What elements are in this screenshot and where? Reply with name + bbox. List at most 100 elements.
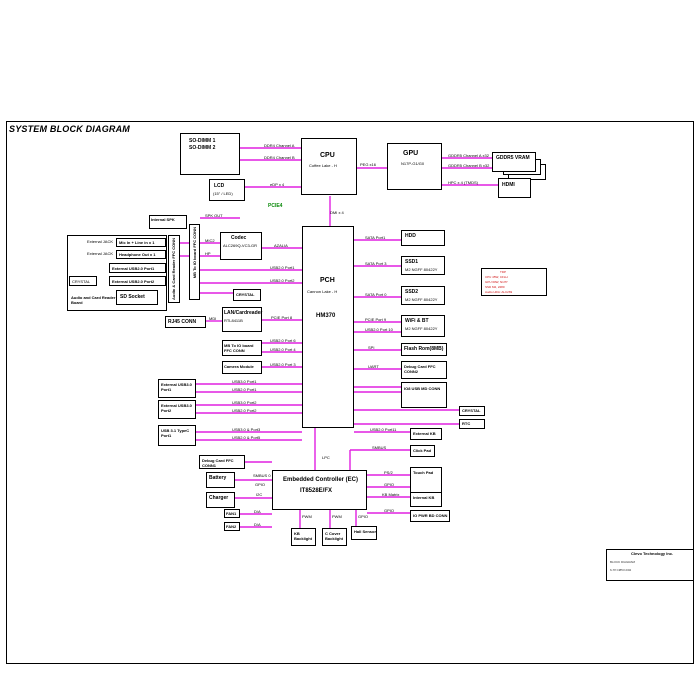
- fan2-box: FAN2: [224, 522, 240, 531]
- pcie-port8-label: PCIE Port 8: [271, 315, 293, 320]
- sodimm-box: SO-DIMM 1 SO-DIMM 2: [180, 133, 240, 175]
- sd-socket-box: SD Socket: [116, 290, 158, 305]
- wifi-label: WiFi & BT: [405, 318, 429, 324]
- click-pad-label: Click Pad: [413, 448, 432, 453]
- power-row-2: GPU 60W, N17P: [485, 280, 508, 284]
- io-board-conn-box: IO8 USB MD CONN: [401, 382, 447, 408]
- fan1-box: FAN1: [224, 509, 240, 518]
- usb-port1-label: USB2.0 Port1: [270, 265, 295, 270]
- touch-pad-box: Touch Pad: [410, 467, 442, 493]
- doc-no-label: 6-7P-N85V-D02: [610, 568, 632, 572]
- lan-model: RTL8411B: [224, 318, 243, 323]
- lan-box: LAN/Cardreader RTL8411B: [222, 307, 262, 332]
- c-cover-label: C Cover Backlight: [325, 531, 344, 541]
- hall-sensor-box: Hall Sensor: [351, 526, 377, 540]
- io-board-conn-label: IO8 USB MD CONN: [404, 386, 441, 391]
- usb-port4-label: USB2.0 Port 4: [270, 347, 296, 352]
- headphone-label: Headphone Out x 1: [119, 252, 156, 257]
- sodimm2-label: SO-DIMM 2: [189, 145, 216, 151]
- ext-jack2-label: External JACK: [87, 251, 114, 256]
- gddr-ch-b-label: GDDR5 Channel B x32: [448, 163, 490, 168]
- peg-label: PEG x16: [360, 162, 377, 167]
- click-pad-box: Click Pad: [410, 445, 435, 457]
- hdmi-link-label: HPC x 4 (TMDS): [448, 180, 478, 185]
- hp-label: HP: [205, 251, 211, 256]
- power-row-0: TDP: [500, 270, 506, 274]
- ext-usb30-p1-box: External USB3.0 Port1: [158, 379, 196, 398]
- diagram-frame: [6, 121, 694, 664]
- sata-port1-label: SATA Port1: [365, 235, 386, 240]
- gpu-model: N17P-G1/G0: [401, 161, 425, 166]
- pch-box: PCH Cannon Lake - H HM370: [302, 226, 354, 428]
- headphone-box: Headphone Out x 1: [116, 250, 166, 259]
- dac1-label: D/A: [254, 509, 261, 514]
- io-pwr-label: IO PWR BD CONN: [413, 513, 448, 518]
- ec-model: IT8528E/FX: [300, 488, 333, 494]
- c-cover-box: C Cover Backlight: [322, 528, 347, 546]
- ext-kb-box: External KB: [410, 428, 442, 440]
- codec-model: ALC269Q-VC3-GR: [223, 243, 258, 248]
- audio-ffc-label: Audio & Card Reader FFC CONN: [171, 238, 176, 301]
- pch-model: Cannon Lake - H: [307, 289, 338, 294]
- ext-usb30-p2-box: External USB3.0 Port2: [158, 400, 196, 419]
- ssd2-box: SSD2 M2 NGFF 80422Y: [401, 286, 445, 305]
- crystal-right-label: CRYSTAL: [462, 408, 481, 413]
- lcd-label: LCD: [214, 183, 225, 189]
- usb-port2-label: USB2.0 Port2: [270, 278, 295, 283]
- ec-box: Embedded Controller (EC) IT8528E/FX: [272, 470, 367, 510]
- spi-label: SPI: [368, 345, 375, 350]
- wifi-box: WiFi & BT M2 NGFF 80422Y: [401, 315, 445, 337]
- lan-label: LAN/Cardreader: [224, 310, 263, 316]
- mic2-label: MIC2: [205, 238, 215, 243]
- lcd-size-label: (15" / LED): [213, 191, 233, 196]
- spk-out-label: SPK OUT: [205, 213, 223, 218]
- power-row-4: Audio HDA: ALC269: [485, 290, 513, 294]
- usb31-label: USB 3.1 TypeC Port1: [161, 428, 190, 438]
- rtc-label: RTC: [462, 421, 471, 426]
- usb31-box: USB 3.1 TypeC Port1: [158, 425, 196, 446]
- charger-label: Charger: [209, 495, 229, 501]
- fan2-label: FAN2: [226, 524, 237, 529]
- ext-usb-p2-label: External USB2.0 Port2: [112, 279, 155, 284]
- uart-label: UART: [368, 364, 379, 369]
- ec-label: Embedded Controller (EC): [283, 477, 359, 483]
- wifi-m2: M2 NGFF 80422Y: [405, 326, 438, 331]
- gpio-right-label: GPIO: [384, 482, 395, 487]
- internal-kb-label: Internal KB: [413, 495, 435, 500]
- ssd1-m2: M2 NGFF 80422Y: [405, 267, 438, 272]
- smbus-label: SMBUS: [372, 445, 387, 450]
- usb30-port2-label: USB3.0 Port2: [232, 400, 257, 405]
- crystal-right-box: CRYSTAL: [459, 406, 485, 416]
- diagram-title: SYSTEM BLOCK DIAGRAM: [9, 124, 130, 134]
- internal-spk-label: Internal SPK: [151, 217, 175, 222]
- i2c-label: I2C: [256, 492, 263, 497]
- audio-ffc-conn: Audio & Card Reader FFC CONN: [168, 235, 180, 303]
- gpio-left-label: GPIO: [255, 482, 266, 487]
- pch-chipset: HM370: [316, 313, 336, 319]
- mb-io-ffc-conn: MB To IO board FFC CONN: [189, 224, 200, 300]
- doc-title-label: BLOCK DIAGRAM: [610, 560, 636, 564]
- internal-kb-box: Internal KB: [410, 492, 442, 507]
- ext-usb30-p2-label: External USB3.0 Port2: [161, 403, 192, 413]
- audio-board-label: Audio and Card Reader Board: [71, 295, 116, 305]
- gddr-ch-a-label: GDDR5 Channel A x32: [448, 153, 489, 158]
- ext-usb-p1-label: External USB2.0 Port1: [112, 266, 155, 271]
- debug-card1-label: Debug Card FFC CONN1: [202, 458, 234, 468]
- fan1-label: FAN1: [226, 511, 237, 516]
- pwm1-label: PWM: [302, 514, 312, 519]
- internal-spk-box: Internal SPK: [149, 215, 187, 229]
- ext-usb-p1-box: External USB2.0 Port1: [109, 263, 166, 273]
- battery-label: Battery: [209, 475, 227, 481]
- mb-io-ffc-label: MB To IO board FFC CONN: [192, 227, 197, 279]
- touch-pad-label: Touch Pad: [413, 470, 434, 475]
- debug-card-label: Debug Card FFC CONN2: [404, 364, 436, 374]
- usb30-port1-label: USB3.0 Port1: [232, 379, 257, 384]
- mdi-label: MDI: [209, 316, 217, 321]
- ext-usb-p2-box: External USB2.0 Port2: [109, 276, 166, 286]
- ext-jack1-label: External JACK: [87, 239, 114, 244]
- ext-kb-label: External KB: [413, 431, 436, 436]
- sd-socket-label: SD Socket: [120, 294, 145, 300]
- usb-port10-label: USB2.0 Port 10: [365, 327, 393, 332]
- ddr-ch-a-label: DDR4 Channel A: [264, 143, 295, 148]
